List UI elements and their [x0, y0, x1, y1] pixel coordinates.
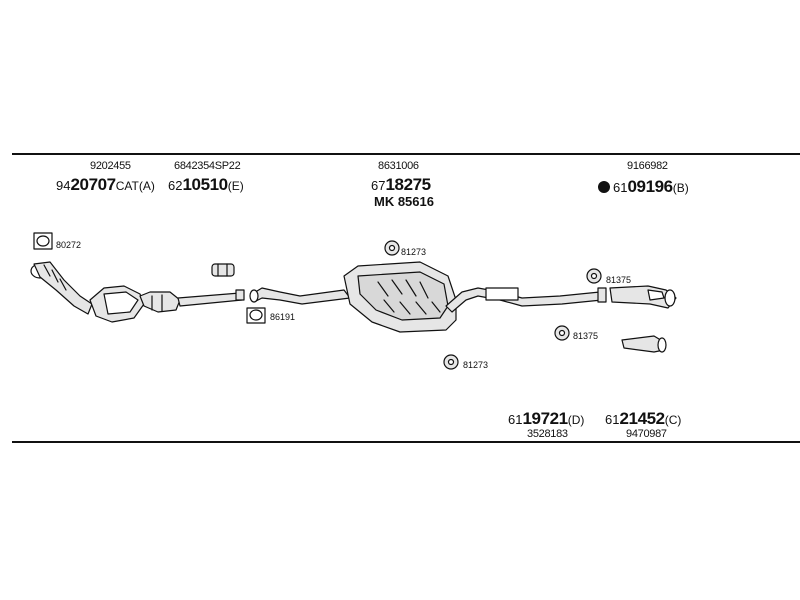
cat-prefix: 94: [56, 178, 71, 193]
pipe-e-main: 10510: [182, 175, 228, 194]
pipe-e-suffix: (E): [227, 179, 244, 193]
callout-81375-bottom: 81375: [573, 331, 599, 341]
c-suffix: (C): [664, 413, 682, 427]
tailpipe-icon: [609, 285, 677, 309]
cat-main: 20707: [70, 175, 116, 194]
c-main: 21452: [619, 409, 665, 428]
callout-81273-bottom: 81273: [463, 360, 489, 370]
rubber-hanger-icon: [554, 325, 570, 341]
tail-b-oem-number: 9166982: [627, 160, 668, 172]
c-prefix: 61: [605, 412, 620, 427]
rubber-hanger-icon: [586, 268, 602, 284]
callout-81273-top: 81273: [401, 247, 427, 257]
middle-pipe: [249, 287, 351, 305]
pipe-e-oem-number: 6842354SP22: [174, 160, 241, 172]
d-suffix: (D): [567, 413, 585, 427]
pipe-e-prefix: 62: [168, 178, 183, 193]
muffler-kit-number: MK 85616: [374, 194, 434, 209]
callout-81375-top: 81375: [606, 275, 632, 285]
clamp-icon: [211, 263, 235, 277]
callout-86191: 86191: [270, 312, 296, 322]
tail-b-main: 09196: [627, 177, 673, 196]
c-oem-number: 9470987: [626, 428, 667, 440]
rear-pipe: [445, 287, 607, 313]
muffler-main: 18275: [385, 175, 431, 194]
muffler-icon: [343, 261, 457, 333]
gasket-icon: [246, 307, 266, 324]
tail-b-prefix: 61: [613, 180, 628, 195]
d-main: 19721: [522, 409, 568, 428]
tailpipe-icon: [621, 335, 667, 353]
black-dot-icon: [598, 181, 610, 193]
rubber-hanger-icon: [443, 354, 459, 370]
callout-80272: 80272: [56, 240, 82, 250]
muffler-oem-number: 8631006: [378, 160, 419, 172]
rubber-hanger-icon: [384, 240, 400, 256]
top-divider: [12, 153, 800, 155]
muffler-prefix: 67: [371, 178, 386, 193]
bottom-divider: [12, 441, 800, 443]
front-downpipe: [30, 261, 93, 315]
cat-oem-number: 9202455: [90, 160, 131, 172]
d-oem-number: 3528183: [527, 428, 568, 440]
tail-b-suffix: (B): [672, 181, 689, 195]
gasket-icon: [33, 232, 53, 250]
catalytic-converter-icon: [89, 285, 245, 323]
d-prefix: 61: [508, 412, 523, 427]
cat-suffix: CAT(A): [115, 179, 155, 193]
